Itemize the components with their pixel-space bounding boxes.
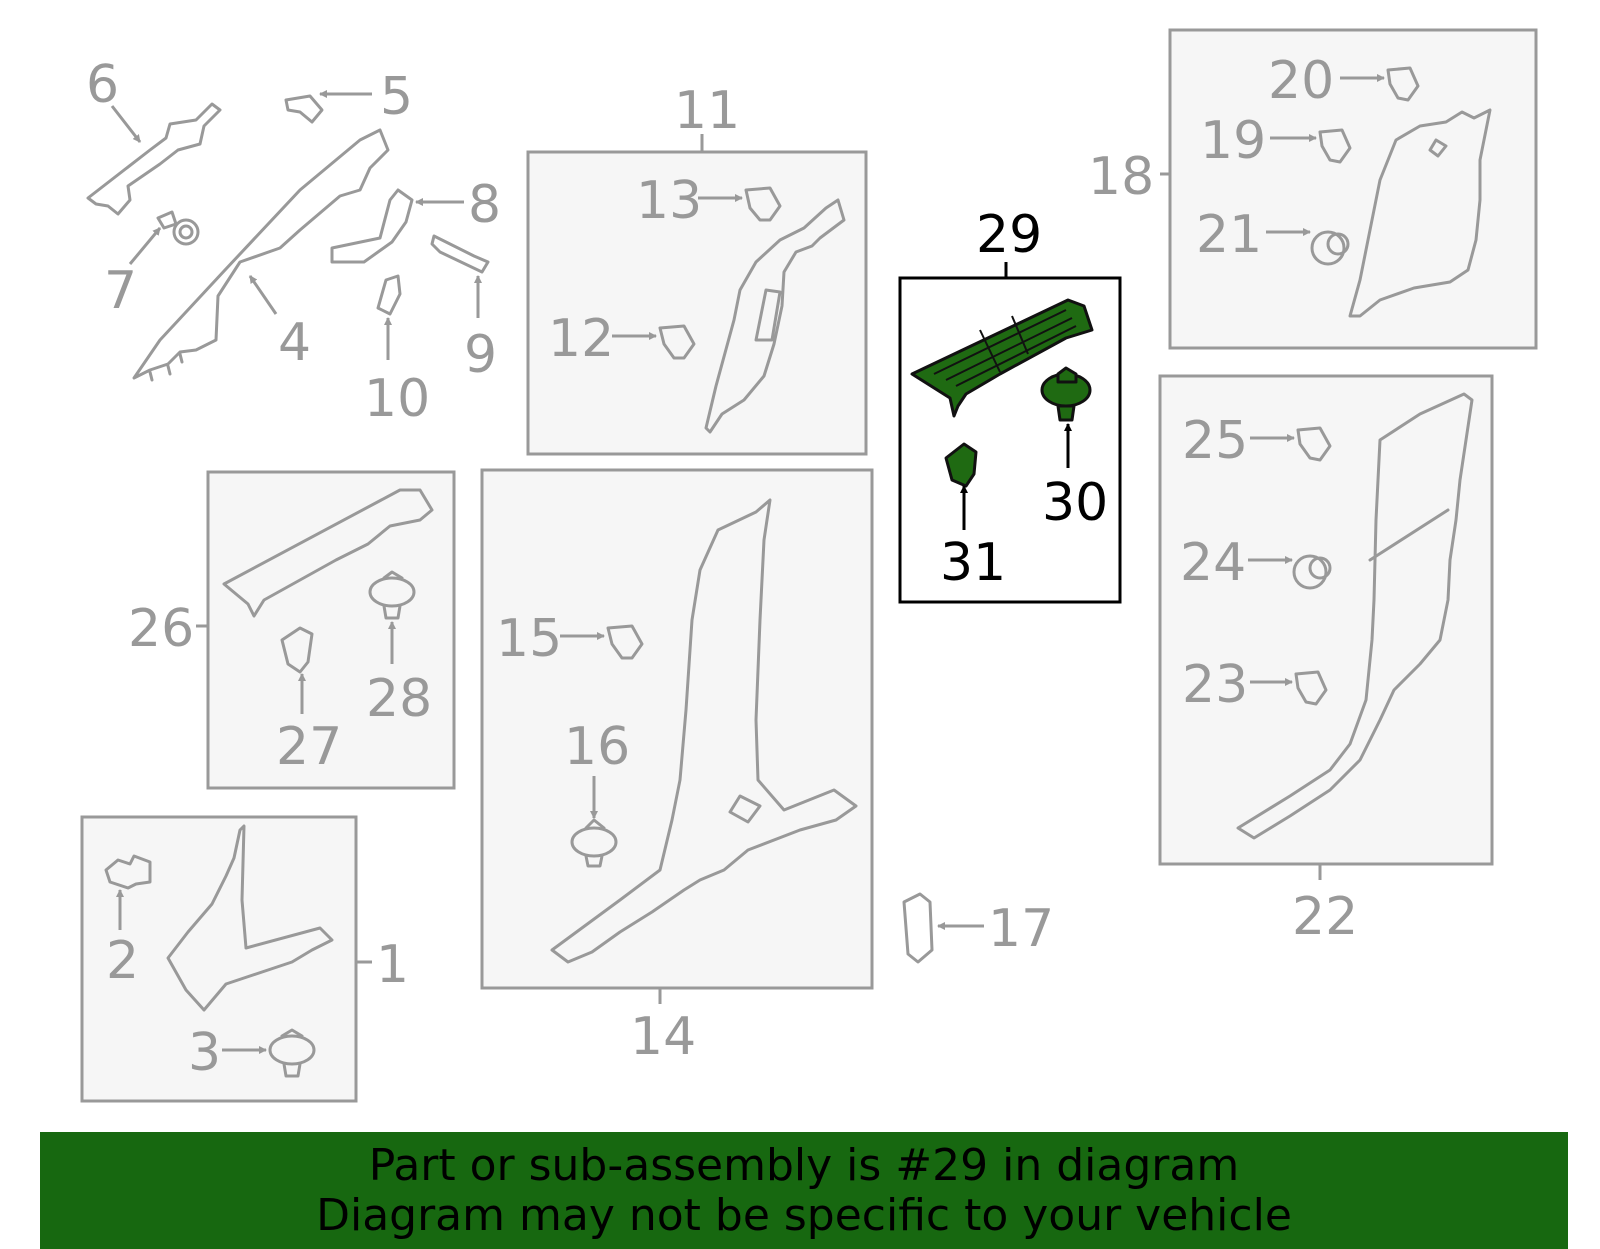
callout-20: 20 <box>1268 51 1334 111</box>
clip-part-17 <box>902 892 934 964</box>
bolt-part-7 <box>156 210 200 246</box>
callout-11: 11 <box>674 81 740 141</box>
quarter-trim-part-18 <box>1348 108 1492 318</box>
clip-part-27 <box>280 626 314 674</box>
callout-14: 14 <box>630 1007 696 1067</box>
callout-18: 18 <box>1088 147 1154 207</box>
grab-handle-part-8 <box>330 188 414 264</box>
callout-15: 15 <box>496 609 562 669</box>
callout-28: 28 <box>366 669 432 729</box>
callout-4: 4 <box>278 313 311 373</box>
callout-27: 27 <box>276 717 342 777</box>
callout-30: 30 <box>1042 473 1108 533</box>
clip-part-5 <box>284 94 324 124</box>
clip-part-23 <box>1294 670 1328 706</box>
scuff-plate-part-26 <box>222 488 434 618</box>
callout-22: 22 <box>1292 887 1358 947</box>
highlighted-push-pin-part-30[interactable] <box>1040 366 1092 422</box>
clip-part-15 <box>606 624 644 660</box>
bracket-part-6 <box>86 102 222 216</box>
callout-31: 31 <box>940 533 1006 593</box>
leader-6 <box>110 105 142 143</box>
leader-7 <box>128 227 162 265</box>
callout-10: 10 <box>364 369 430 429</box>
callout-7: 7 <box>104 261 137 321</box>
push-pin-part-28 <box>368 570 416 620</box>
callout-1: 1 <box>376 935 409 995</box>
callout-16: 16 <box>564 717 630 777</box>
group-box-26 <box>206 470 456 790</box>
callout-17: 17 <box>988 899 1054 959</box>
callout-21: 21 <box>1196 205 1262 265</box>
clip-part-12 <box>658 324 696 360</box>
clip-part-20 <box>1386 66 1420 102</box>
callout-26: 26 <box>128 599 194 659</box>
callout-2: 2 <box>106 931 139 991</box>
clip-part-25 <box>1296 426 1332 462</box>
callout-3: 3 <box>188 1023 221 1083</box>
callout-23: 23 <box>1182 655 1248 715</box>
push-pin-part-16 <box>570 818 618 868</box>
c-pillar-trim-part-22 <box>1236 392 1474 840</box>
push-pin-part-3 <box>268 1028 316 1078</box>
banner-line-2: Diagram may not be specific to your vehi… <box>316 1189 1292 1241</box>
callout-5: 5 <box>380 67 413 127</box>
a-pillar-trim-part-4 <box>132 128 390 382</box>
highlighted-part-29[interactable] <box>910 298 1094 418</box>
group-box-11 <box>526 150 868 456</box>
info-banner: Part or sub-assembly is #29 in diagram D… <box>40 1132 1568 1249</box>
callout-12: 12 <box>548 309 614 369</box>
pin-part-9 <box>430 234 490 274</box>
banner-line-1: Part or sub-assembly is #29 in diagram <box>368 1139 1240 1191</box>
clip-part-10 <box>376 274 402 316</box>
clip-part-13 <box>744 186 782 222</box>
group-box-22 <box>1158 374 1494 866</box>
callout-13: 13 <box>636 171 702 231</box>
callout-19: 19 <box>1200 111 1266 171</box>
push-pin-part-24 <box>1292 554 1332 590</box>
callout-25: 25 <box>1182 411 1248 471</box>
callout-24: 24 <box>1180 533 1246 593</box>
b-pillar-upper-trim-part-11 <box>704 198 846 434</box>
b-pillar-lower-trim-part-14 <box>550 498 858 964</box>
group-box-14 <box>480 468 874 990</box>
callout-6: 6 <box>86 55 119 115</box>
group-box-18 <box>1168 28 1538 350</box>
callout-8: 8 <box>468 175 501 235</box>
leader-4 <box>248 275 278 315</box>
clip-part-19 <box>1318 128 1352 164</box>
push-pin-part-21 <box>1310 230 1350 266</box>
clip-part-2 <box>104 854 152 890</box>
highlighted-clip-part-31[interactable] <box>944 442 978 488</box>
callout-29: 29 <box>976 205 1042 265</box>
callout-9: 9 <box>464 325 497 385</box>
cowl-side-trim-part-1 <box>166 824 334 1012</box>
